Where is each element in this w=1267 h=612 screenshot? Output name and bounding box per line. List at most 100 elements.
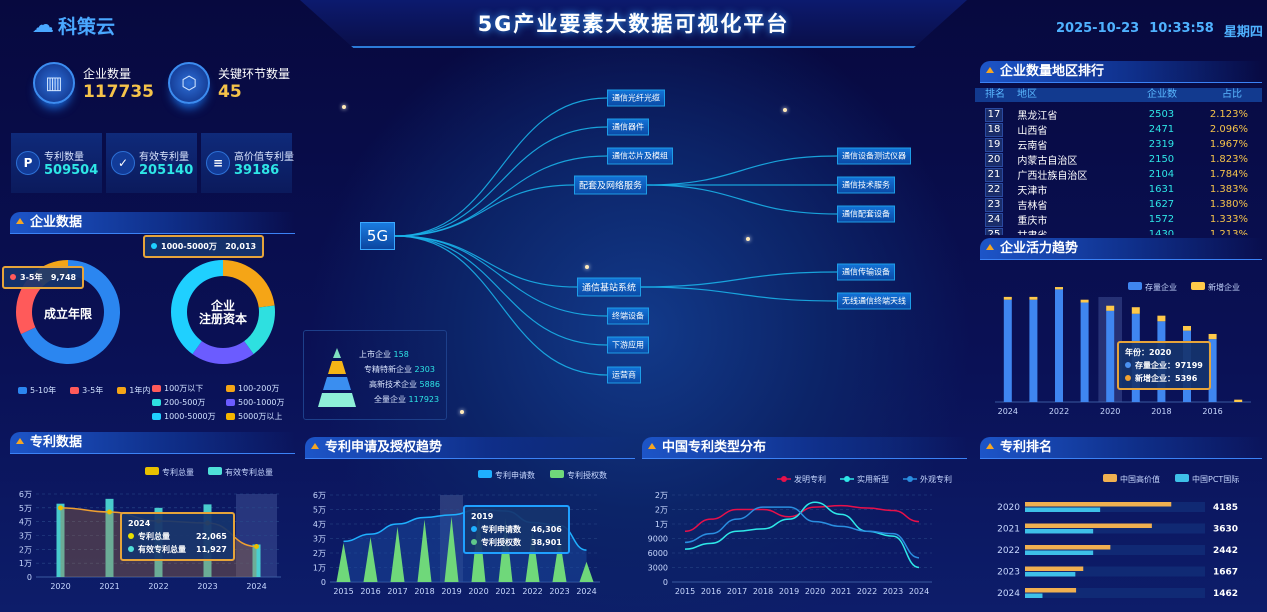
x-tick-label: 2022 [148, 582, 168, 591]
col-rank: 排名 [985, 89, 1005, 100]
legend-label: 专利总量 [162, 467, 194, 477]
legend-item[interactable]: 3-5年 [70, 385, 103, 396]
x-tick-label: 2021 [99, 582, 119, 591]
datetime: 2025-10-23 10:33:58 星期四 [1056, 21, 1263, 40]
rank-cell: 17 [975, 107, 1017, 122]
legend-item[interactable]: 5-10年 [18, 385, 56, 396]
tree-node[interactable]: 配套及网络服务 [574, 175, 648, 195]
center-line: 注册资本 [198, 312, 247, 326]
x-tick-label: 2020 [468, 587, 488, 596]
tree-node[interactable]: 通信设备测试仪器 [837, 147, 911, 165]
bar [1025, 550, 1094, 555]
section-vitality: 企业活力趋势 [980, 238, 1262, 260]
rank-cell: 20 [975, 152, 1017, 167]
tree-node[interactable]: 通信芯片及模组 [607, 147, 673, 165]
legend-label: 3-5年 [82, 386, 104, 395]
card-label: 专利数量 [44, 152, 84, 163]
tooltip-label: 专利申请数 [481, 525, 521, 534]
time: 10:33:58 [1149, 21, 1214, 36]
tooltip-value: 38,901 [531, 538, 562, 547]
tooltip-value: 9,748 [50, 273, 77, 282]
tree-node[interactable]: 下游应用 [607, 336, 649, 354]
legend-label: 中国PCT国际 [1192, 474, 1239, 484]
card-value: 205140 [139, 163, 194, 178]
kpi-label: 企业数量 [83, 66, 132, 81]
tree-link [638, 271, 838, 288]
pyramid-level [318, 393, 356, 407]
tree-node[interactable]: 通信技术服务 [837, 176, 895, 194]
tooltip-title: 2019 [471, 512, 494, 521]
legend-swatch [226, 413, 235, 420]
tree-node[interactable]: 通信基站系统 [577, 277, 642, 297]
tree-node[interactable]: 无线通信终端天线 [837, 292, 911, 310]
legend-swatch [550, 470, 564, 478]
rank-number: 18 [985, 122, 1003, 137]
tree-node[interactable]: 通信器件 [607, 118, 649, 136]
legend-item[interactable]: 100万以下 [152, 383, 226, 394]
tree-link [394, 155, 608, 237]
legend-item[interactable]: 1年内 [117, 385, 150, 396]
legend-item[interactable]: 500-1000万 [226, 397, 296, 408]
y-tick-label: 2万 [313, 549, 326, 558]
tree-root-5g[interactable]: 5G [360, 222, 395, 250]
rank-number: 21 [985, 167, 1003, 182]
tree-node[interactable]: 通信配套设备 [837, 205, 895, 223]
logo-text: 科策云 [58, 16, 116, 38]
legend-label: 外观专利 [920, 474, 952, 484]
tree-node[interactable]: 通信传输设备 [837, 263, 895, 281]
tooltip-value: 46,306 [531, 525, 562, 534]
legend-item[interactable]: 200-500万 [152, 397, 226, 408]
legend-label: 新增企业 [1208, 282, 1240, 292]
tree-node[interactable]: 通信光纤光缆 [607, 89, 665, 107]
x-tick-label: 2020 [1100, 407, 1120, 416]
card-value: 509504 [44, 163, 99, 178]
rank-cell: 19 [975, 137, 1017, 152]
tooltip-value: 20,013 [225, 242, 257, 251]
tooltip-label: 新增企业：5396 [1135, 374, 1198, 383]
legend-item[interactable]: 1000-5000万 [152, 411, 226, 422]
x-tick-label: 2018 [753, 587, 773, 596]
section-patent-rank: 专利排名 [980, 437, 1262, 459]
x-tick-label: 2023 [883, 587, 903, 596]
bar-stock [1055, 289, 1063, 402]
legend-item[interactable]: 5000万以上 [226, 411, 296, 422]
rank-cell: 23 [975, 197, 1017, 212]
table-row[interactable]: 25甘肃省14301.213% [975, 227, 1262, 235]
pyramid-labels: 上市企业 158 专精特新企业 2303 高新技术企业 5886 全量企业 11… [359, 347, 440, 407]
tree-link [394, 126, 608, 237]
bar [1025, 566, 1084, 571]
legend-item[interactable]: 100-200万 [226, 383, 296, 394]
bar-stock [1003, 299, 1012, 402]
col-count: 企业数 [1147, 89, 1177, 100]
legend-label: 200-500万 [164, 398, 206, 407]
count-cell: 1572 [1148, 214, 1175, 225]
legend-label: 实用新型 [857, 474, 889, 484]
dot-icon [1125, 362, 1131, 368]
tree-node[interactable]: 终端设备 [607, 307, 649, 325]
pyramid-level [333, 348, 341, 358]
legend-label: 1年内 [129, 386, 151, 395]
tree-node[interactable]: 运营商 [607, 366, 641, 384]
legend-swatch [1103, 474, 1117, 482]
y-tick-label: 0 [321, 578, 326, 587]
tooltip-value: 11,927 [196, 545, 227, 554]
triangle-bar [336, 542, 351, 582]
card-label: 高价值专利量 [234, 152, 294, 163]
tooltip-row: 新增企业：5396 [1125, 372, 1203, 385]
y-tick-label: 5万 [19, 504, 32, 513]
kpi-value: 117735 [83, 81, 154, 102]
bar-new [1106, 305, 1115, 311]
donut-capital-chart [171, 260, 275, 364]
